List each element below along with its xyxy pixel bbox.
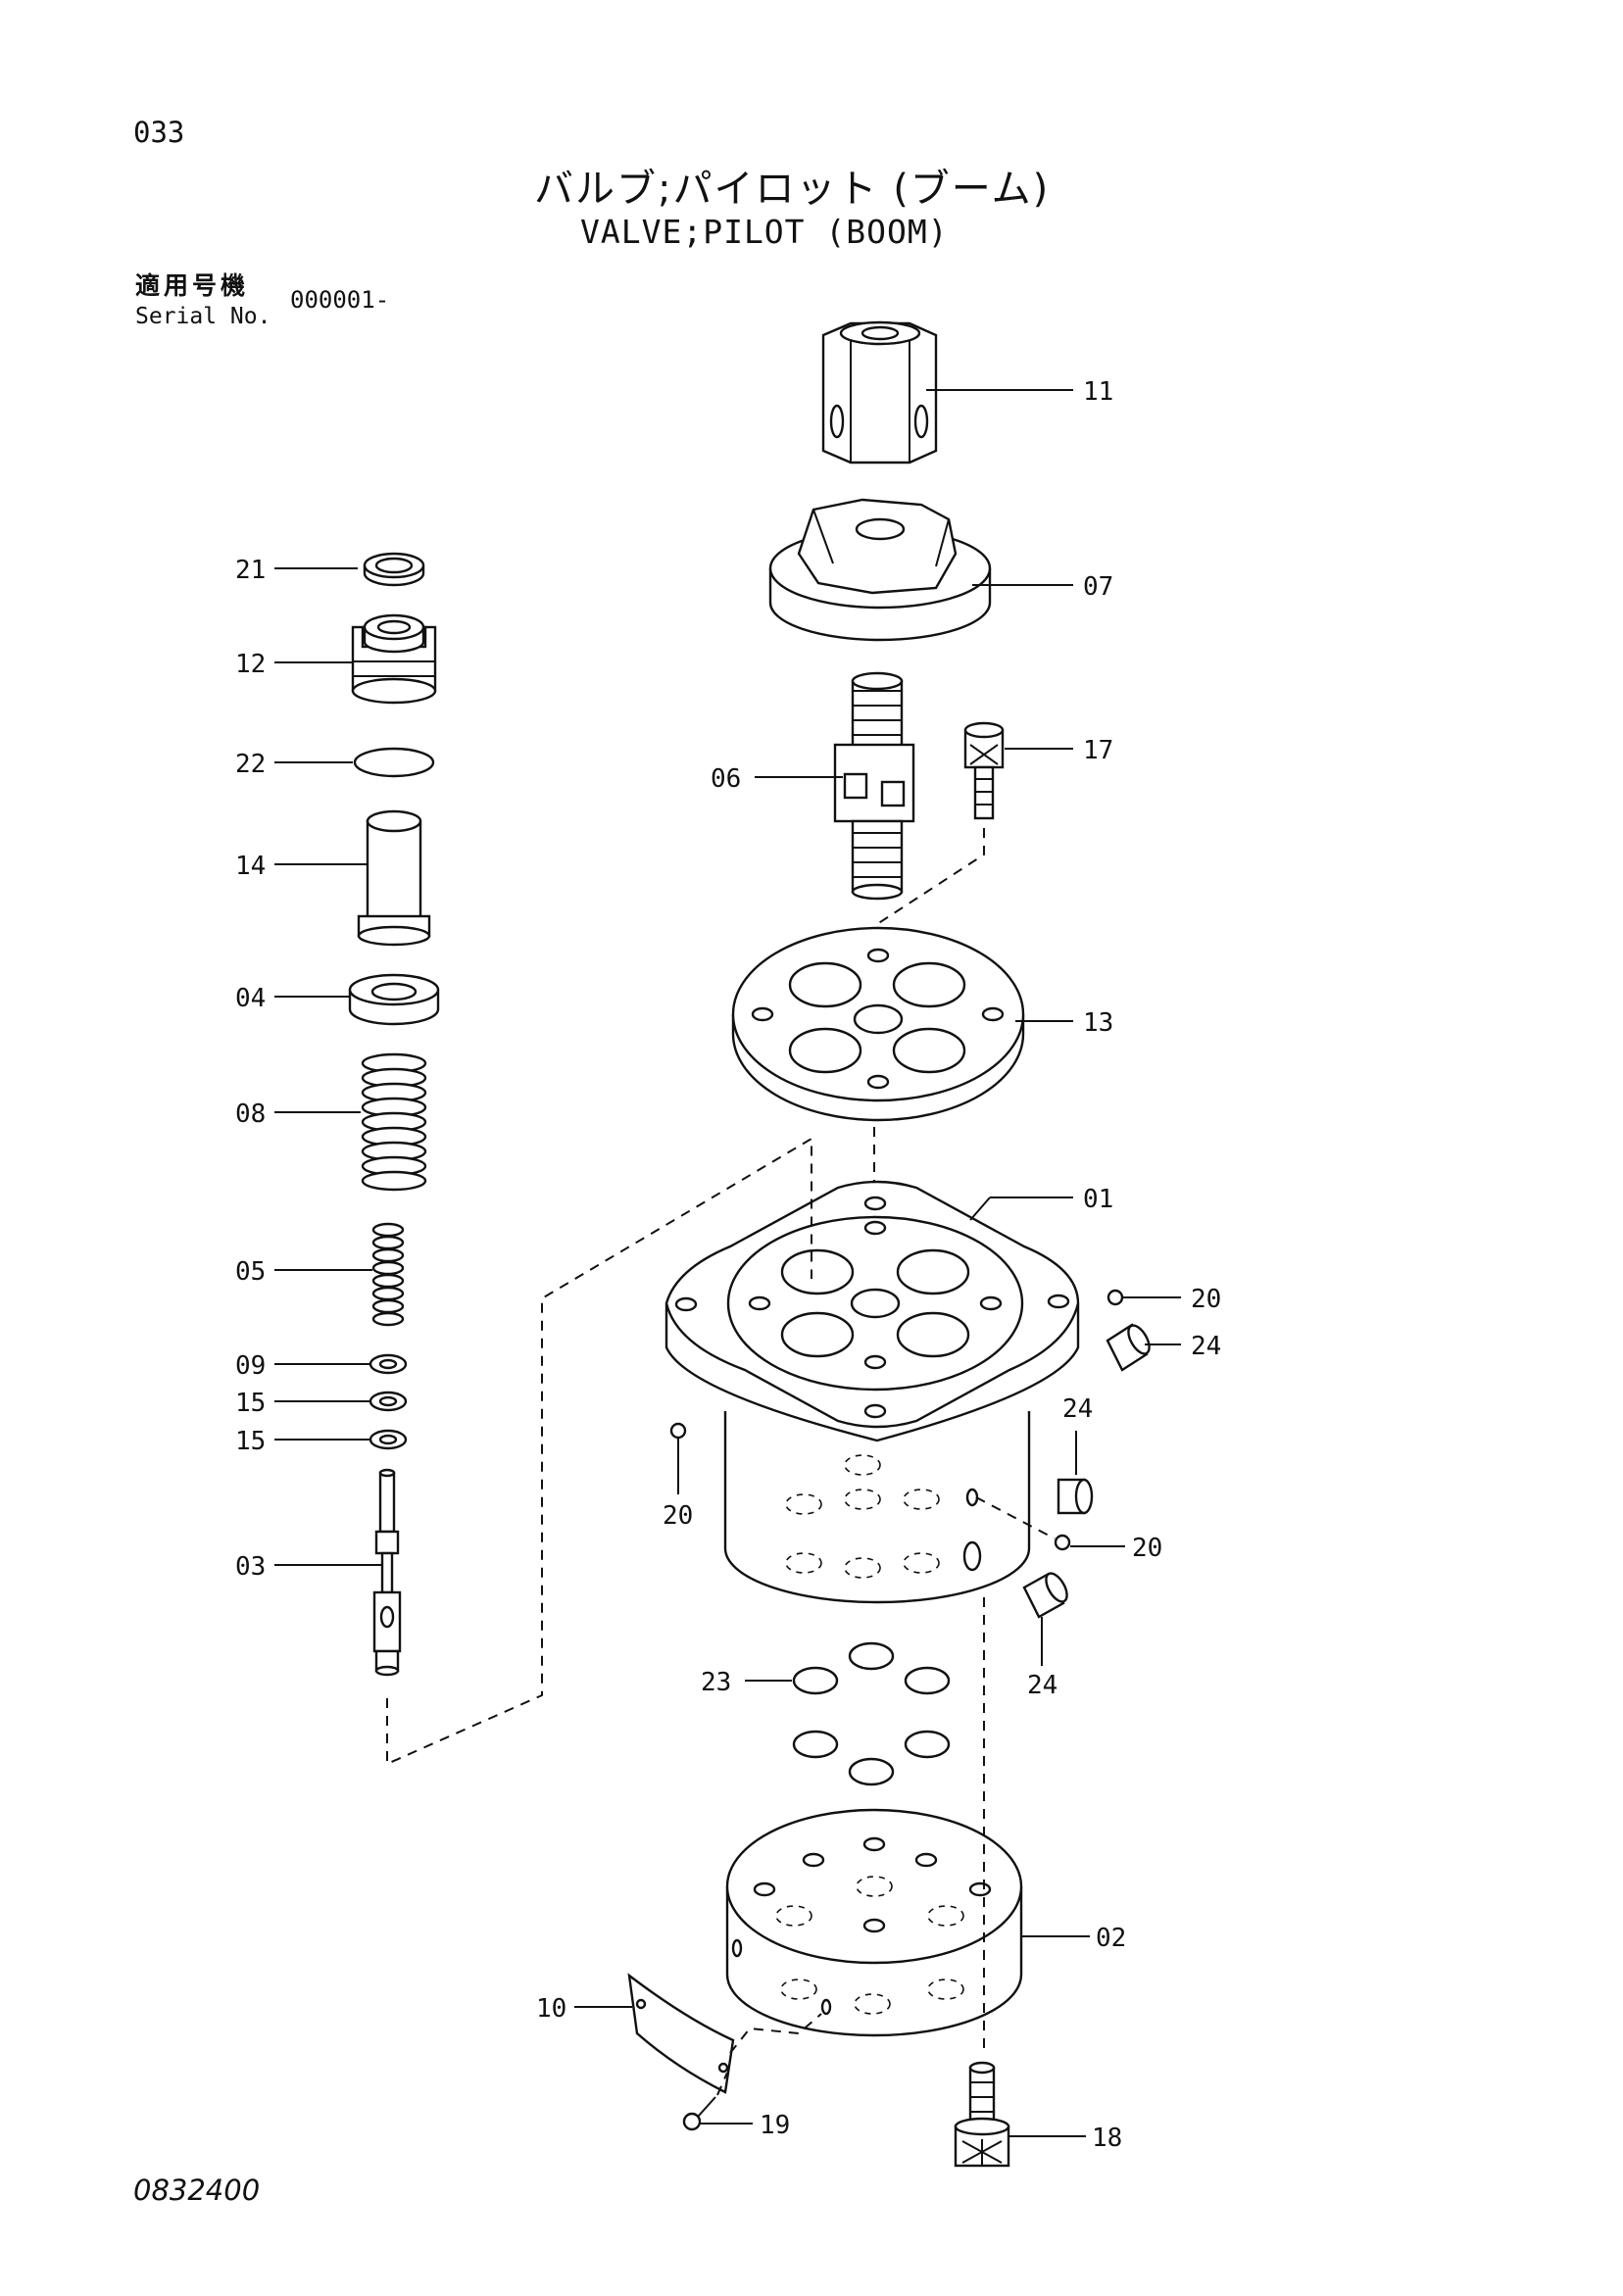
label-part-13: 13 [1083, 1008, 1113, 1038]
drawing-number: 0832400 [133, 2174, 261, 2207]
label-part-05: 05 [235, 1257, 266, 1287]
label-part-22: 22 [235, 750, 266, 779]
title-english: VALVE;PILOT (BOOM) [580, 213, 949, 251]
part-06-joint [833, 671, 915, 901]
label-part-15-b: 15 [235, 1427, 266, 1456]
part-20-ball-b [669, 1422, 687, 1440]
label-part-01: 01 [1083, 1185, 1113, 1214]
label-part-24-a: 24 [1191, 1332, 1221, 1361]
part-02-base [725, 1808, 1023, 2037]
part-24-plug-a [1106, 1323, 1151, 1372]
label-part-02: 02 [1096, 1924, 1126, 1953]
label-part-21: 21 [235, 556, 266, 585]
label-part-12: 12 [235, 650, 266, 679]
title-japanese: バルブ;パイロット (ブーム) [534, 167, 1051, 212]
part-22-o-ring [353, 747, 435, 778]
label-part-24-c: 24 [1027, 1671, 1057, 1700]
part-17-cap-screw [963, 721, 1005, 820]
label-part-09: 09 [235, 1351, 266, 1381]
label-part-04: 04 [235, 984, 266, 1013]
label-part-03: 03 [235, 1552, 266, 1582]
part-19-rivet [682, 2072, 728, 2131]
label-part-20-a: 20 [1191, 1285, 1221, 1314]
part-13-plate [731, 926, 1025, 1122]
label-part-07: 07 [1083, 572, 1113, 602]
part-08-spring [361, 1052, 427, 1192]
part-23-o-rings [792, 1641, 951, 1786]
part-15-washer-a [369, 1391, 408, 1412]
label-part-19: 19 [760, 2111, 790, 2140]
part-05-spring [371, 1222, 405, 1327]
label-part-06: 06 [711, 764, 741, 794]
serial-label-japanese: 適用号機 [135, 271, 250, 300]
serial-number-value: 000001- [290, 286, 390, 314]
part-12-plug [351, 613, 437, 705]
part-10-nameplate [627, 1973, 735, 2094]
part-21-ring [363, 552, 425, 587]
label-part-08: 08 [235, 1099, 266, 1129]
part-03-spool [372, 1468, 402, 1677]
part-09-washer [369, 1353, 408, 1375]
label-part-11: 11 [1083, 377, 1113, 407]
page-number: 033 [133, 116, 185, 149]
label-part-24-b: 24 [1062, 1394, 1093, 1424]
part-14-sleeve [357, 809, 431, 947]
label-part-18: 18 [1092, 2124, 1122, 2153]
label-part-23: 23 [701, 1668, 731, 1697]
part-20-ball-a [1107, 1289, 1124, 1306]
part-24-plug-b [1057, 1478, 1094, 1515]
part-15-washer-b [369, 1429, 408, 1450]
part-20-ball-c [1054, 1534, 1071, 1551]
part-18-socket-bolt [954, 2061, 1010, 2168]
label-part-14: 14 [235, 852, 266, 881]
label-part-20-c: 20 [1132, 1534, 1162, 1563]
leader-lines [274, 389, 1181, 2137]
part-07-cover [768, 498, 992, 642]
label-part-17: 17 [1083, 736, 1113, 765]
part-04-spring-seat [348, 973, 440, 1026]
label-part-15-a: 15 [235, 1389, 266, 1418]
part-24-plug-c [1022, 1572, 1068, 1619]
serial-label-english: Serial No. [135, 304, 271, 329]
part-01-casing [664, 1180, 1080, 1604]
label-part-10: 10 [536, 1994, 566, 2024]
label-part-20-b: 20 [663, 1501, 693, 1531]
part-11-hex-coupling [821, 320, 938, 464]
